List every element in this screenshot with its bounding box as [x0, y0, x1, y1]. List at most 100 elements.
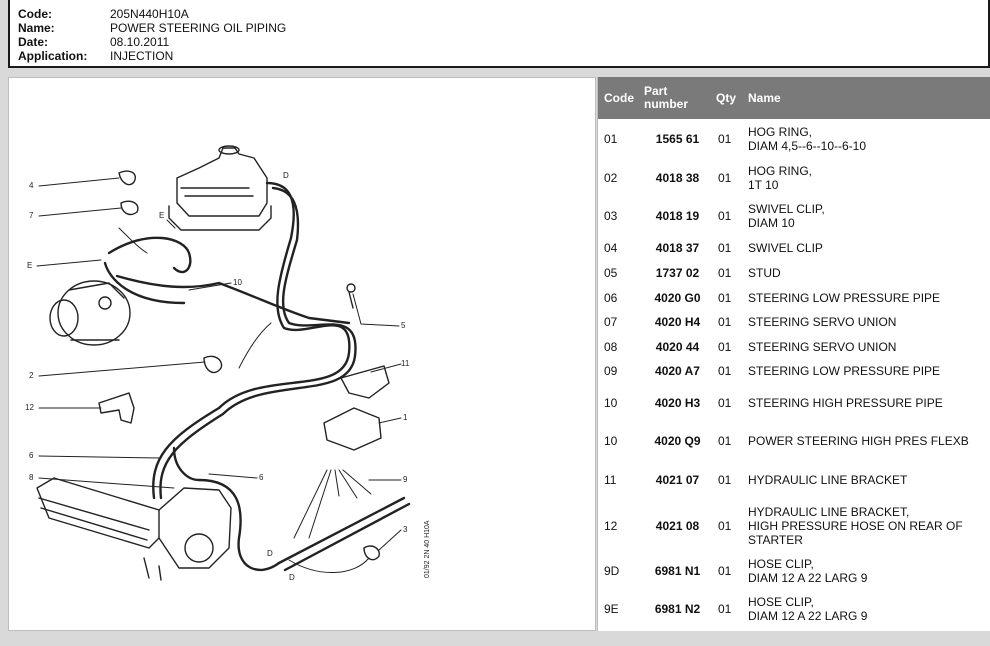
- row-code: 12: [604, 519, 618, 533]
- row-qty: 01: [718, 563, 732, 578]
- row-part-number: 4021 07: [655, 473, 700, 487]
- row-qty: 01: [718, 473, 732, 487]
- row-name: STEERING SERVO UNION: [748, 339, 897, 354]
- callout-6-right: 6: [259, 473, 264, 482]
- row-part-number: 4020 A7: [655, 364, 700, 378]
- row-name: SWIVEL CLIP, DIAM 10: [748, 202, 825, 230]
- parts-table: Code Part number Qty Name 01 1565 61 01 …: [598, 77, 990, 628]
- row-name: HOG RING, DIAM 4,5--6--10--6-10: [748, 125, 867, 153]
- diagram-reference: 01/92 2N 40 H10A: [424, 520, 431, 578]
- callout-4: 4: [29, 181, 34, 190]
- row-code: 9E: [604, 602, 619, 616]
- name-value: POWER STEERING OIL PIPING: [110, 21, 287, 35]
- row-name: STEERING HIGH PRESSURE PIPE: [748, 396, 943, 410]
- row-name: HYDRAULIC LINE BRACKET, HIGH PRESSURE HO…: [748, 505, 963, 547]
- table-row[interactable]: 11 4021 07 01 HYDRAULIC LINE BRACKET: [598, 459, 990, 501]
- callout-9: 9: [403, 475, 408, 484]
- row-code: 10: [604, 434, 618, 448]
- row-qty: 01: [718, 171, 732, 185]
- pump-drawing: [49, 280, 131, 346]
- table-row[interactable]: 9E 6981 N2 01 HOSE CLIP, DIAM 12 A 22 LA…: [598, 590, 990, 628]
- row-part-number: 4021 08: [655, 519, 700, 533]
- date-value: 08.10.2011: [110, 35, 170, 49]
- row-part-number: 4018 37: [655, 240, 700, 255]
- table-row[interactable]: 12 4021 08 01 HYDRAULIC LINE BRACKET, HI…: [598, 501, 990, 551]
- row-part-number: 4020 Q9: [654, 434, 701, 448]
- row-code: 02: [604, 171, 618, 185]
- callout-d-bottom-b: D: [289, 573, 295, 582]
- row-qty: 01: [718, 315, 732, 329]
- table-row[interactable]: 04 4018 37 01 SWIVEL CLIP: [598, 235, 990, 260]
- row-name: STUD: [748, 265, 781, 280]
- row-name: SWIVEL CLIP: [748, 240, 823, 255]
- callout-10: 10: [233, 278, 242, 287]
- application-value: INJECTION: [110, 49, 174, 63]
- row-part-number: 6981 N1: [654, 563, 701, 578]
- row-name: HOSE CLIP, DIAM 12 A 22 LARG 9: [748, 556, 868, 585]
- callout-3: 3: [403, 525, 408, 534]
- table-row[interactable]: 06 4020 G0 01 STEERING LOW PRESSURE PIPE: [598, 285, 990, 310]
- callout-e-top: E: [159, 211, 164, 220]
- row-part-number: 1565 61: [655, 132, 700, 146]
- row-code: 09: [604, 364, 618, 378]
- callout-d-top: D: [283, 171, 289, 180]
- header-part-number: Part number: [644, 77, 716, 119]
- header-name: Name: [746, 77, 990, 119]
- steering-rack-drawing: [36, 477, 232, 581]
- parts-table-header: Code Part number Qty Name: [598, 77, 990, 119]
- table-row[interactable]: 10 4020 Q9 01 POWER STEERING HIGH PRES F…: [598, 423, 990, 459]
- name-label: Name:: [18, 21, 55, 35]
- row-name: STEERING LOW PRESSURE PIPE: [748, 290, 941, 305]
- callout-2: 2: [29, 371, 34, 380]
- row-name: HOG RING, 1T 10: [748, 164, 813, 192]
- row-qty: 01: [718, 209, 732, 223]
- code-label: Code:: [18, 7, 52, 21]
- callout-11: 11: [401, 359, 410, 368]
- row-code: 05: [604, 265, 618, 280]
- table-row[interactable]: 10 4020 H3 01 STEERING HIGH PRESSURE PIP…: [598, 383, 990, 423]
- row-part-number: 4018 19: [655, 209, 700, 223]
- row-code: 07: [604, 315, 618, 329]
- row-qty: 01: [718, 132, 732, 146]
- header-code: Code: [598, 77, 644, 119]
- callout-5: 5: [401, 321, 406, 330]
- callout-d-bottom-a: D: [267, 549, 273, 558]
- callout-7: 7: [29, 211, 34, 220]
- parts-list-panel: Code Part number Qty Name 01 1565 61 01 …: [597, 77, 990, 631]
- row-part-number: 4020 H3: [654, 396, 701, 410]
- callout-8: 8: [29, 473, 34, 482]
- table-row[interactable]: 01 1565 61 01 HOG RING, DIAM 4,5--6--10-…: [598, 119, 990, 159]
- callout-labels: 4 7 E 10 D E 5 2 11 12 1 6 8 6 9 3 D D 0…: [25, 171, 431, 582]
- piping-diagram-drawing: 4 7 E 10 D E 5 2 11 12 1 6 8 6 9 3 D D 0…: [25, 145, 431, 582]
- table-row[interactable]: 09 4020 A7 01 STEERING LOW PRESSURE PIPE: [598, 359, 990, 383]
- callout-e-left: E: [27, 261, 32, 270]
- row-qty: 01: [718, 434, 732, 448]
- row-name: STEERING SERVO UNION: [748, 315, 897, 329]
- table-row[interactable]: 07 4020 H4 01 STEERING SERVO UNION: [598, 310, 990, 334]
- code-value: 205N440H10A: [110, 7, 189, 21]
- row-part-number: 4020 44: [655, 339, 700, 354]
- header-qty: Qty: [716, 77, 746, 119]
- row-name: HOSE CLIP, DIAM 12 A 22 LARG 9: [748, 595, 868, 623]
- row-code: 03: [604, 209, 618, 223]
- row-code: 11: [604, 473, 617, 487]
- row-qty: 01: [718, 265, 732, 280]
- oil-reservoir-drawing: [168, 145, 272, 231]
- table-row[interactable]: 9D 6981 N1 01 HOSE CLIP, DIAM 12 A 22 LA…: [598, 551, 990, 590]
- row-qty: 01: [718, 240, 732, 255]
- table-row[interactable]: 03 4018 19 01 SWIVEL CLIP, DIAM 10: [598, 197, 990, 235]
- callout-6-left: 6: [29, 451, 34, 460]
- row-part-number: 1737 02: [655, 265, 700, 280]
- table-row[interactable]: 02 4018 38 01 HOG RING, 1T 10: [598, 159, 990, 197]
- row-qty: 01: [718, 290, 732, 305]
- row-qty: 01: [718, 396, 732, 410]
- row-part-number: 6981 N2: [654, 602, 701, 616]
- row-part-number: 4018 38: [655, 171, 700, 185]
- row-code: 04: [604, 240, 618, 255]
- row-part-number: 4020 G0: [654, 290, 701, 305]
- row-qty: 01: [718, 339, 732, 354]
- row-qty: 01: [718, 519, 732, 533]
- table-row[interactable]: 08 4020 44 01 STEERING SERVO UNION: [598, 334, 990, 359]
- table-row[interactable]: 05 1737 02 01 STUD: [598, 260, 990, 285]
- row-code: 10: [604, 396, 618, 410]
